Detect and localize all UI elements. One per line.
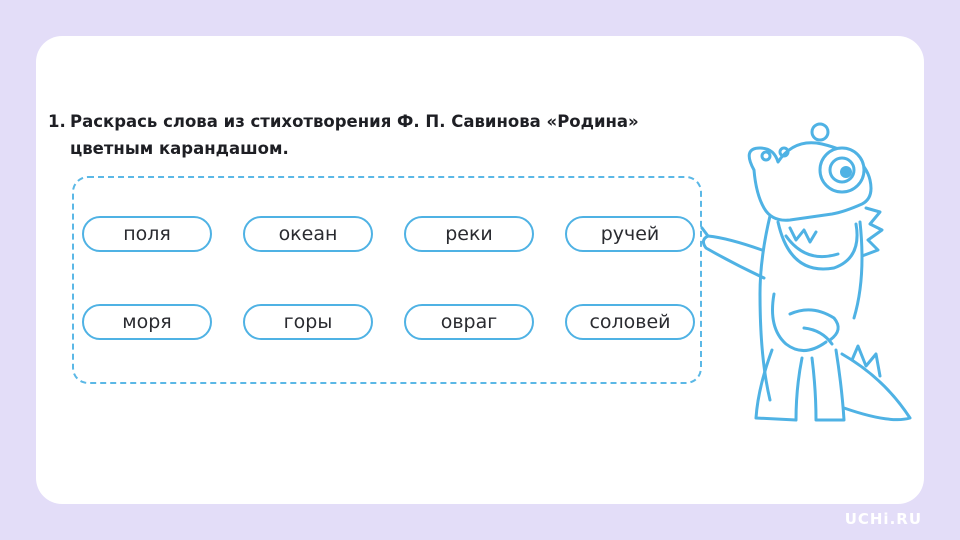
word-pill-polya[interactable]: поля <box>82 216 212 252</box>
word-pill-okean[interactable]: океан <box>243 216 373 252</box>
word-pill-ovrag[interactable]: овраг <box>404 304 534 340</box>
slide-card <box>36 36 924 504</box>
word-pill-gory[interactable]: горы <box>243 304 373 340</box>
task-text: Раскрась слова из стихотворения Ф. П. Са… <box>70 112 639 158</box>
uchi-ru-logo[interactable]: UCHi.RU <box>844 510 922 528</box>
word-pill-solovey[interactable]: соловей <box>565 304 695 340</box>
word-box <box>72 176 702 384</box>
dinosaur-mascot-icon <box>700 122 912 422</box>
word-pill-reki[interactable]: реки <box>404 216 534 252</box>
word-pill-morya[interactable]: моря <box>82 304 212 340</box>
task-number: 1. <box>48 112 66 131</box>
word-pill-ruchey[interactable]: ручей <box>565 216 695 252</box>
